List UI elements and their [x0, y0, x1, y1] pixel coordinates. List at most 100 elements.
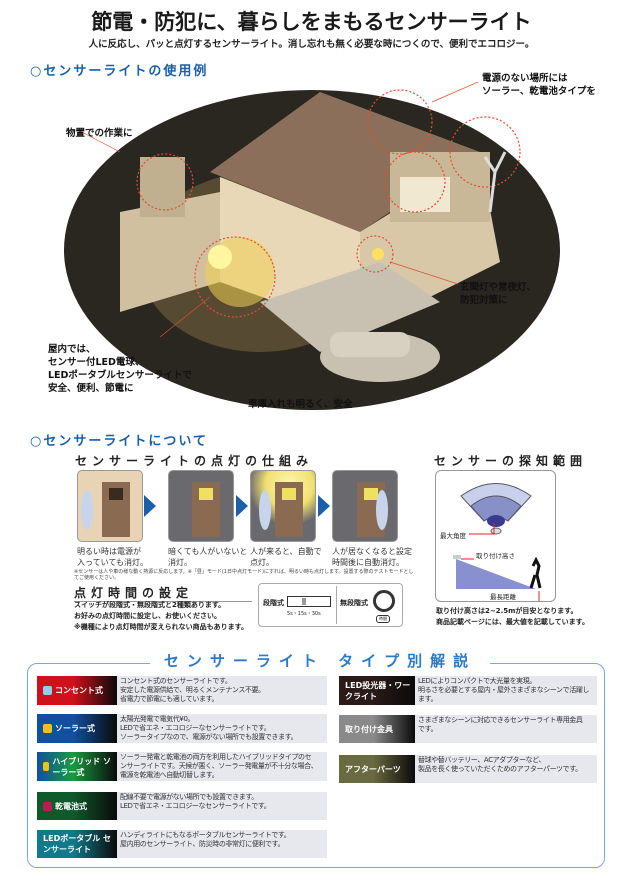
timer-line: お好みの点灯時間に設定し、お使いください。: [74, 612, 221, 620]
arrow-icon: [236, 495, 248, 517]
description-line: ソーラータイプなので、電源がない場所でも設置できます。: [120, 733, 298, 741]
range-note: 商品記載ページには、最大値を記載しています。: [436, 618, 589, 626]
description-line: コンセント式のセンサーライトです。: [120, 677, 232, 685]
max-distance-label: 最長距離: [490, 593, 516, 601]
type-label[interactable]: 取り付け金具: [339, 715, 415, 743]
type-row: コンセント式 コンセント式のセンサーライトです。安定した電源供給で、明るくメンテナ…: [37, 676, 327, 705]
caption-line: 暗くても人がいないと: [168, 547, 248, 556]
type-row: 取り付け金具さまざまなシーンに対応できるセンサーライト専用金具です。: [339, 715, 597, 743]
callout-line: 防犯対策に: [460, 295, 508, 306]
step-caption-4: 人が居なくなると設定時間後に自動消灯。: [332, 546, 416, 568]
callout-line: ソーラー、乾電池タイプを: [482, 86, 596, 97]
stepped-scale: 5s・15s・30s: [287, 611, 321, 617]
arrow-icon: [318, 495, 330, 517]
description-line: 明るさを必要とする屋内・屋外さまざまなシーンで活躍し: [418, 686, 590, 694]
timer-line: ※機種により点灯時間が変えられない商品もあります。: [74, 623, 248, 631]
type-description: 替球や替バッテリー、ACアダプターなど、製品を長く使っていただくためのアフターパ…: [415, 755, 597, 783]
step-caption-1: 明るい時は電源が入っていても消灯。: [77, 546, 161, 568]
types-title: センサーライト タイプ別解説: [150, 650, 490, 671]
range-diagram: [453, 483, 542, 601]
mechanism-title: センサーライトの点灯の仕組み: [75, 454, 314, 468]
type-label[interactable]: 乾電池式: [37, 792, 117, 820]
description-line: です。: [418, 725, 438, 733]
callout-entrance: 玄関灯や常夜灯、防犯対策に: [460, 281, 536, 307]
description-line: 配線不要で電源がない場所でも設置できます。: [120, 793, 258, 801]
type-label-text: LEDポータブル センサーライト: [43, 834, 111, 854]
callout-line: LEDポータブルセンサーライトで: [48, 370, 192, 381]
type-label[interactable]: コンセント式: [37, 676, 117, 705]
range-box: 最大角度 取り付け高さ 最長距離: [435, 470, 556, 602]
person-icon: [529, 556, 542, 589]
type-description: ソーラー発電と乾電池の両方を利用したハイブリッドタイプのセンサーライトです。天候…: [117, 752, 327, 781]
driveway: [260, 262, 440, 352]
type-label-text: ハイブリッド ソーラー式: [52, 756, 112, 777]
type-label[interactable]: アフターパーツ: [339, 755, 415, 783]
callout-line: 玄関灯や常夜灯、: [460, 282, 537, 293]
type-row: LEDポータブル センサーライト ハンディライトにもなるポータブルセンサーライトで…: [37, 830, 327, 858]
range-area: [456, 559, 536, 589]
callout-indoor: 屋内では、センサー付LED電球、 LEDポータブルセンサーライトで安全、便利、節電…: [48, 343, 192, 395]
callout-line: 電源のない場所には: [482, 73, 568, 84]
plug-icon: [43, 686, 52, 695]
type-label[interactable]: LEDポータブル センサーライト: [37, 830, 117, 858]
description-line: ハンディライトにもなるポータブルセンサーライトです。: [120, 831, 291, 839]
description-line: LEDで省エネ・エコロジーなセンサーライトです。: [120, 802, 271, 810]
mechanism-note: ※センサーは人や車の様な動く熱源に反応します。※「昼」モード(1日中点灯モード)…: [74, 569, 414, 581]
type-description: LEDによりコンパクトで大光量を実現。明るさを必要とする屋内・屋外さまざまなシー…: [415, 676, 597, 705]
type-row: 乾電池式配線不要で電源がない場所でも設置できます。LEDで省エネ・エコロジーなセ…: [37, 792, 327, 820]
description-line: 太陽光発電で電気代¥0。: [120, 715, 195, 723]
dial-label: 時間: [376, 615, 390, 623]
callout-line: 安全、便利、節電に: [48, 383, 134, 394]
type-description: コンセント式のセンサーライトです。安定した電源供給で、明るくメンテナンス不要。省…: [117, 676, 327, 705]
description-line: LEDで省エネ・エコロジーなセンサーライトです。: [120, 724, 271, 732]
range-note: 取り付け高さは2~2.5mが目安となります。: [436, 607, 578, 615]
stepless-label: 無段階式: [340, 599, 368, 607]
callout-line: センサー付LED電球、: [48, 357, 145, 368]
timer-title: 点灯時間の設定: [74, 584, 252, 602]
description-line: ます。: [418, 695, 438, 703]
type-row: アフターパーツ 替球や替バッテリー、ACアダプターなど、製品を長く使っていただくた…: [339, 755, 597, 783]
entrance-light: [372, 248, 384, 260]
description-line: ンサーライトです。天候が悪く、ソーラー発電量が不十分な場合、: [120, 762, 318, 770]
max-angle-label: 最大角度: [440, 532, 466, 540]
sun-battery-icon: [43, 762, 50, 771]
caption-line: 点灯。: [250, 558, 274, 567]
about-heading: ○センサーライトについて: [30, 434, 208, 449]
caption-line: 明るい時は電源が: [77, 547, 141, 556]
arrow-icon: [144, 495, 156, 517]
range-notes: 取り付け高さは2~2.5mが目安となります。商品記載ページには、最大値を記載して…: [436, 606, 589, 628]
description-line: 安定した電源供給で、明るくメンテナンス不要。: [120, 686, 265, 694]
caption-line: 人が居なくなると設定: [332, 547, 412, 556]
timer-text: スイッチが段階式・無段階式と2種類あります。お好みの点灯時間に設定し、お使いくだ…: [74, 600, 254, 633]
type-label-text: ソーラー式: [55, 724, 95, 733]
description-line: 替球や替バッテリー、ACアダプターなど、: [418, 756, 546, 764]
type-label[interactable]: LED投光器・ワークライト: [339, 676, 415, 705]
type-label[interactable]: ハイブリッド ソーラー式: [37, 752, 117, 781]
description-line: ソーラー発電と乾電池の両方を利用したハイブリッドタイプのセ: [120, 753, 312, 761]
callout-no-power: 電源のない場所にはソーラー、乾電池タイプを: [482, 72, 596, 98]
range-title: センサーの探知範囲: [434, 454, 588, 468]
storage-shed: [140, 157, 185, 217]
type-label-text: アフターパーツ: [345, 764, 401, 774]
description-line: さまざまなシーンに対応できるセンサーライト専用金具: [418, 716, 583, 724]
mount-height-label: 取り付け高さ: [476, 552, 515, 560]
callout-line: 屋内では、: [48, 344, 96, 355]
type-description: 配線不要で電源がない場所でも設置できます。LEDで省エネ・エコロジーなセンサーラ…: [117, 792, 327, 820]
stepped-switch[interactable]: [287, 596, 331, 607]
step-caption-3: 人が来ると、自動で点灯。: [250, 546, 334, 568]
page-subtitle: 人に反応し、パッと点灯するセンサーライト。消し忘れも無く必要な時につくので、便利…: [88, 39, 535, 50]
description-line: 電源を乾電池へ自動切替します。: [120, 771, 219, 779]
caption-line: 消灯。: [168, 558, 192, 567]
description-line: 製品を長く使っていただくためのアフターパーツです。: [418, 765, 582, 773]
type-label[interactable]: ソーラー式: [37, 714, 117, 743]
type-label-text: LED投光器・ワークライト: [345, 680, 411, 701]
door-figures: [81, 482, 388, 537]
caption-line: 時間後に自動消灯。: [332, 558, 404, 567]
type-label-text: コンセント式: [55, 686, 103, 695]
step-caption-2: 暗くても人がいないと消灯。: [168, 546, 252, 568]
stepless-dial[interactable]: [373, 590, 395, 612]
type-description: さまざまなシーンに対応できるセンサーライト専用金具です。: [415, 715, 597, 743]
battery-icon: [43, 801, 52, 811]
usage-heading: ○センサーライトの使用例: [30, 64, 209, 79]
